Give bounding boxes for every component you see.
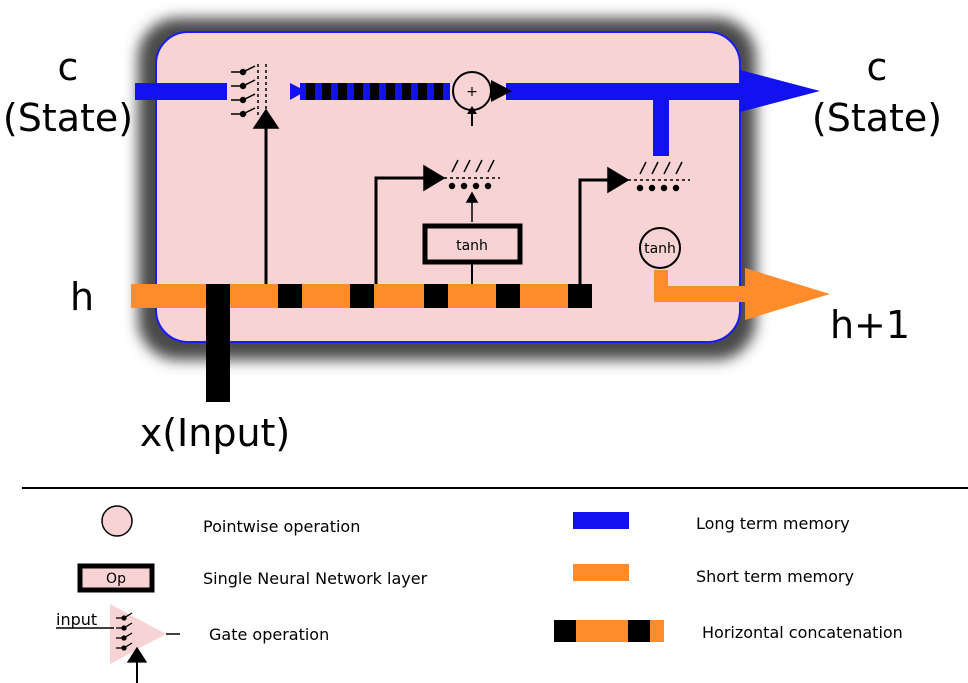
tanh-layer-label: tanh bbox=[456, 238, 488, 254]
long-term-output-arrow bbox=[740, 70, 820, 112]
state-output-label: (State) bbox=[812, 96, 942, 140]
tanh-pointwise-label: tanh bbox=[644, 241, 676, 257]
h-output-label: h+1 bbox=[830, 303, 910, 347]
legend-nn-layer-label: Single Neural Network layer bbox=[203, 569, 428, 588]
legend-pointwise-label: Pointwise operation bbox=[203, 517, 360, 536]
legend-short-term-swatch bbox=[573, 564, 629, 581]
legend-concat-label: Horizontal concatenation bbox=[702, 623, 903, 642]
legend-nn-layer-icon bbox=[77, 563, 155, 593]
legend-gate-input-label: input bbox=[56, 610, 97, 629]
legend-short-term-label: Short term memory bbox=[696, 567, 854, 586]
hidden-concat-bar bbox=[131, 284, 592, 308]
legend-concat-swatch bbox=[554, 620, 664, 642]
add-pointwise-op: + bbox=[452, 71, 492, 126]
forget-gate bbox=[231, 64, 280, 129]
tanh-pointwise-op: tanh bbox=[639, 227, 681, 269]
legend-nn-layer-box-label: Op bbox=[106, 571, 126, 587]
plus-label: + bbox=[466, 84, 478, 100]
connection-lines bbox=[264, 128, 608, 288]
legend-pointwise-icon bbox=[101, 505, 133, 537]
legend-long-term-swatch bbox=[573, 512, 629, 529]
legend-gate-label: Gate operation bbox=[209, 625, 329, 644]
legend: Pointwise operation Op Single Neural Net… bbox=[56, 505, 903, 683]
lstm-cell bbox=[155, 31, 741, 343]
short-term-output bbox=[654, 268, 830, 320]
x-input-label: x(Input) bbox=[140, 411, 291, 455]
concat-stripes-top bbox=[290, 83, 450, 100]
h-input-label: h bbox=[70, 275, 94, 319]
state-input-label: (State) bbox=[3, 96, 133, 140]
input-gate bbox=[423, 159, 500, 222]
input-x-bar bbox=[206, 284, 230, 402]
c-input-label: c bbox=[58, 45, 79, 89]
c-output-label: c bbox=[867, 45, 888, 89]
tanh-layer: tanh bbox=[422, 223, 523, 288]
legend-long-term-label: Long term memory bbox=[696, 514, 850, 533]
long-term-memory-line bbox=[135, 70, 820, 156]
legend-gate-icon bbox=[56, 604, 180, 683]
output-gate bbox=[607, 161, 690, 194]
